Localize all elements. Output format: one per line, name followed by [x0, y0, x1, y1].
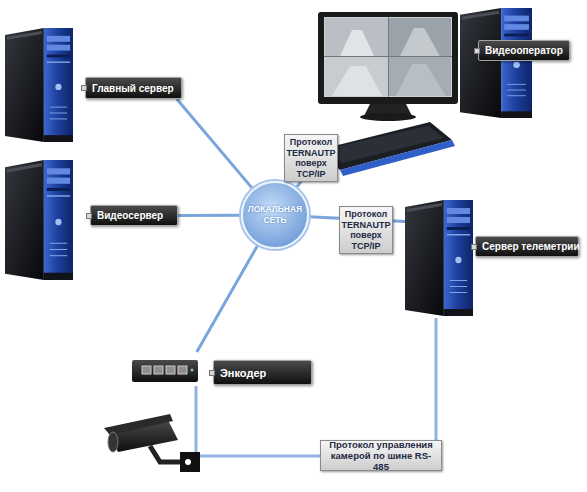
- server-label: Главный сервер: [85, 77, 182, 99]
- network-link: [177, 99, 253, 189]
- server-tower: [405, 200, 473, 316]
- protocol-callout: Протокол TERNAUTP поверх TCP/IP: [339, 206, 393, 254]
- keyboard: [318, 122, 455, 176]
- server-tower: [460, 8, 532, 118]
- monitor: [318, 12, 458, 121]
- video-cable: [195, 386, 198, 452]
- server-node: Сервер телеметрии: [405, 198, 581, 316]
- server-tower: [5, 28, 73, 142]
- network-circle: [242, 182, 308, 248]
- name-label: Видеооператор: [478, 40, 570, 61]
- rs485-cable: [200, 318, 436, 456]
- network-text: ЛОКАЛЬНАЯ СЕТЬ: [244, 204, 306, 226]
- node-text: Сервер телеметрии: [482, 241, 580, 252]
- server-tower: [5, 160, 73, 280]
- encoder-device: [132, 360, 198, 382]
- encoder-node: Энкодер: [128, 352, 314, 388]
- name-label: Энкодер: [213, 360, 312, 385]
- network-link: [178, 214, 241, 217]
- protocol-callout: Протокол TERNAUTP поверх TCP/IP: [284, 134, 338, 182]
- network-circle: ЛОКАЛЬНАЯ СЕТЬ: [239, 179, 311, 251]
- node-text: ЛОКАЛЬНАЯ СЕТЬ: [244, 204, 306, 226]
- node-text: Видеооператор: [485, 45, 563, 56]
- name-label: Сервер телеметрии: [475, 236, 579, 257]
- protocol-box: Протокол управления камерой по шине RS-4…: [320, 440, 442, 471]
- node-text: Главный сервер: [92, 83, 174, 94]
- camera: [104, 414, 200, 472]
- workstation-node: Видеооператор: [318, 6, 572, 168]
- network-glow: [240, 180, 310, 250]
- node-text: Видеосервер: [97, 210, 163, 221]
- node-text: Энкодер: [220, 367, 266, 379]
- server-label: Видеосервер: [90, 205, 178, 226]
- network-link: [197, 245, 258, 353]
- node-text: Протокол управления камерой по шине RS-4…: [324, 439, 438, 472]
